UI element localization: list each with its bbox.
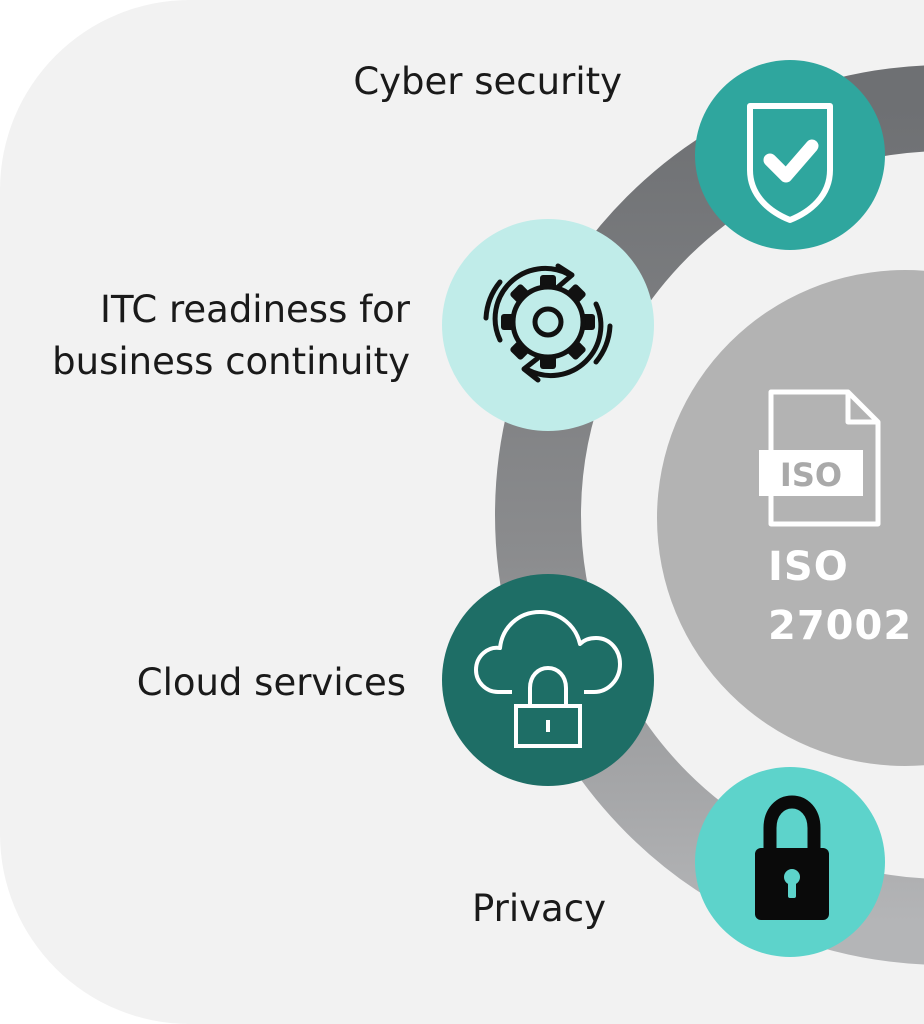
center-circle [657, 270, 924, 766]
itc-readiness-label-line1: ITC readiness for [100, 288, 410, 331]
cyber-security-circle [695, 60, 885, 250]
outer-ring [495, 65, 924, 965]
itc-readiness-label: ITC readiness for business continuity [52, 284, 410, 388]
node-privacy [695, 767, 885, 957]
center-title-line1: ISO [768, 544, 849, 590]
privacy-label: Privacy [472, 887, 606, 930]
cloud-lock-icon [474, 610, 622, 748]
center-title: ISO 27002 [768, 538, 912, 656]
node-cloud-services [442, 574, 654, 786]
cyber-security-label: Cyber security [353, 60, 622, 103]
gear-refresh-icon [483, 263, 613, 383]
itc-readiness-label-line2: business continuity [52, 340, 410, 383]
iso-file-badge: ISO [780, 456, 842, 494]
iso-file-icon: ISO [759, 389, 881, 527]
shield-check-icon [747, 103, 833, 223]
padlock-icon [755, 795, 829, 920]
node-itc-readiness [442, 219, 654, 431]
cloud-services-label: Cloud services [136, 661, 406, 704]
center-title-line2: 27002 [768, 603, 913, 649]
cloud-services-circle [442, 574, 654, 786]
node-cyber-security [695, 60, 885, 250]
